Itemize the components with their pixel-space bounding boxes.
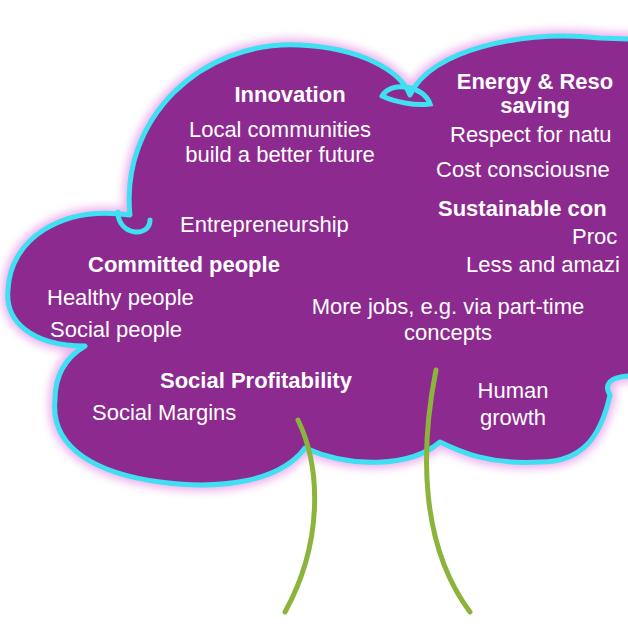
- text-slot: Social Profitability: [160, 368, 352, 393]
- group-heading: Committed people: [88, 252, 280, 277]
- text-slot: Committed people: [88, 252, 280, 277]
- text-slot: Cost consciousne: [436, 157, 610, 182]
- text-slot: Respect for natu: [450, 122, 611, 147]
- text-slot: Sustainable con: [438, 196, 607, 221]
- cloud-body: [8, 36, 628, 485]
- item-text: Social people: [50, 317, 182, 342]
- text-slot: Energy & Reso saving: [450, 70, 620, 118]
- outline-curl: [382, 87, 430, 105]
- text-slot: Local communities build a better future: [178, 117, 383, 167]
- item-text: Proc: [572, 224, 617, 249]
- text-slot: Healthy people: [47, 285, 194, 310]
- item-text: Social Margins: [92, 400, 236, 425]
- text-slot: Entrepreneurship: [180, 212, 349, 237]
- text-slot: Social people: [50, 317, 182, 342]
- item-text: Local communities build a better future: [178, 117, 383, 167]
- text-slot: Social Margins: [92, 400, 236, 425]
- item-text: Respect for natu: [450, 122, 611, 147]
- text-slot: Innovation: [234, 82, 345, 107]
- item-text: Human growth: [458, 377, 568, 431]
- group-heading: Energy & Reso saving: [450, 70, 620, 118]
- text-slot: Less and amazi: [466, 252, 620, 277]
- text-slot: Proc: [572, 224, 617, 249]
- group-heading: Innovation: [234, 82, 345, 107]
- outline-curl: [118, 212, 150, 232]
- cloud-glow: [8, 36, 628, 485]
- group-heading: Social Profitability: [160, 368, 352, 393]
- item-text: Healthy people: [47, 285, 194, 310]
- item-text: Entrepreneurship: [180, 212, 349, 237]
- item-text: Less and amazi: [466, 252, 620, 277]
- item-text: More jobs, e.g. via part-time concepts: [283, 294, 613, 346]
- group-heading: Sustainable con: [438, 196, 607, 221]
- text-slot: More jobs, e.g. via part-time concepts: [283, 294, 613, 346]
- text-slot: Human growth: [458, 377, 568, 431]
- item-text: Cost consciousne: [436, 157, 610, 182]
